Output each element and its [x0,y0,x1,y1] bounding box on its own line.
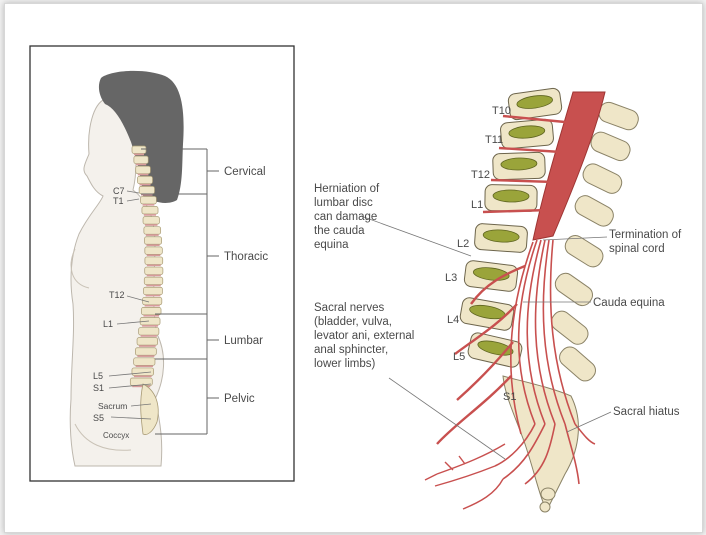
left-vertebra [144,227,161,235]
left-disc [147,254,160,256]
left-vertebra [142,207,158,215]
left-vertebra [137,176,152,184]
left-vertebra [143,217,159,225]
spine-anatomy-figure: Cervical Thoracic Lumbar Pelvic C7 T1 T1… [5,4,702,532]
left-panel: Cervical Thoracic Lumbar Pelvic C7 T1 T1… [30,46,294,481]
label-l1: L1 [103,319,113,329]
region-label-cervical: Cervical [224,166,266,178]
sacral-nerves-line-2: (bladder, vulva, [314,316,392,328]
label-t1: T1 [113,196,124,206]
sacral-nerves-line-3: levator ani, external [314,330,414,342]
left-vertebra [139,328,159,336]
termination-line-2: spinal cord [609,243,665,255]
label-l4: L4 [447,314,459,326]
herniation-line-5: equina [314,239,349,251]
region-label-pelvic: Pelvic [224,393,255,405]
region-label-thoracic: Thoracic [224,251,268,263]
sacral-nerves-line-4: anal sphincter, [314,344,388,356]
left-vertebra [144,287,163,295]
label-c7: C7 [113,186,125,196]
left-vertebra [145,247,162,255]
spinous-process [552,270,596,309]
left-disc [147,265,161,267]
spinous-process [556,343,599,384]
label-l1-right: L1 [471,199,483,211]
region-label-lumbar: Lumbar [224,335,263,347]
label-l5-right: L5 [453,351,465,363]
intervertebral-disc [493,190,529,203]
left-disc [139,345,156,347]
label-t12-right: T12 [471,169,490,181]
right-panel: T10 T11 T12 L1 L2 L3 L4 L5 S1 Herniation… [314,88,684,512]
left-vertebra [136,166,151,174]
spinous-process [572,192,617,229]
left-disc [145,224,157,226]
sacral-nerve-branches [425,444,505,509]
left-vertebra [134,358,155,366]
left-disc [137,355,154,357]
left-vertebra [135,348,156,356]
left-disc [143,204,155,206]
label-s1-right: S1 [503,391,516,403]
sacral-nerves-line-1: Sacral nerves [314,302,385,314]
left-vertebra [145,257,163,265]
label-t12: T12 [109,290,125,300]
herniation-annotation: Herniation of lumbar disc can damage the… [314,183,382,251]
spinous-process [580,161,625,197]
label-coccyx: Coccyx [103,431,129,440]
left-disc [134,376,152,378]
left-vertebra [137,338,158,346]
left-vertebra [139,186,154,194]
cauda-equina-label: Cauda equina [593,297,665,309]
label-l2: L2 [457,238,469,250]
left-disc [145,305,160,307]
left-disc [146,285,161,287]
label-l3: L3 [445,272,457,284]
left-disc [141,335,157,337]
sacral-hiatus-label: Sacral hiatus [613,406,680,418]
label-l5: L5 [93,371,103,381]
herniation-line-3: can damage [314,211,377,223]
spinous-process [588,129,633,163]
left-disc [134,154,144,156]
left-disc [136,164,146,166]
left-vertebra [144,237,161,245]
left-disc [144,214,156,216]
left-vertebra [141,196,157,204]
left-disc [146,244,159,246]
left-disc [146,234,159,236]
spinous-process [596,100,640,132]
left-vertebra [144,277,163,285]
sacral-nerves-annotation: Sacral nerves (bladder, vulva, levator a… [314,302,418,370]
termination-annotation: Termination of spinal cord [609,229,684,255]
label-s1: S1 [93,383,104,393]
label-t11-right: T11 [485,134,503,146]
slide: Cervical Thoracic Lumbar Pelvic C7 T1 T1… [4,3,703,533]
left-disc [139,184,150,186]
label-t10: T10 [492,105,511,117]
herniation-line-4: the cauda [314,225,365,237]
left-disc [142,325,158,327]
left-disc [138,174,149,176]
left-disc [136,365,153,367]
label-sacrum: Sacrum [98,401,127,411]
herniation-line-2: lumbar disc [314,197,373,209]
left-disc [143,315,159,317]
herniation-line-1: Herniation of [314,183,380,195]
left-disc [147,275,161,277]
left-vertebra [132,146,146,154]
label-s5: S5 [93,413,104,423]
termination-line-1: Termination of [609,229,682,241]
left-disc [146,295,161,297]
left-vertebra [134,156,148,164]
sacral-nerves-line-5: lower limbs) [314,358,376,370]
left-vertebra [145,267,163,275]
